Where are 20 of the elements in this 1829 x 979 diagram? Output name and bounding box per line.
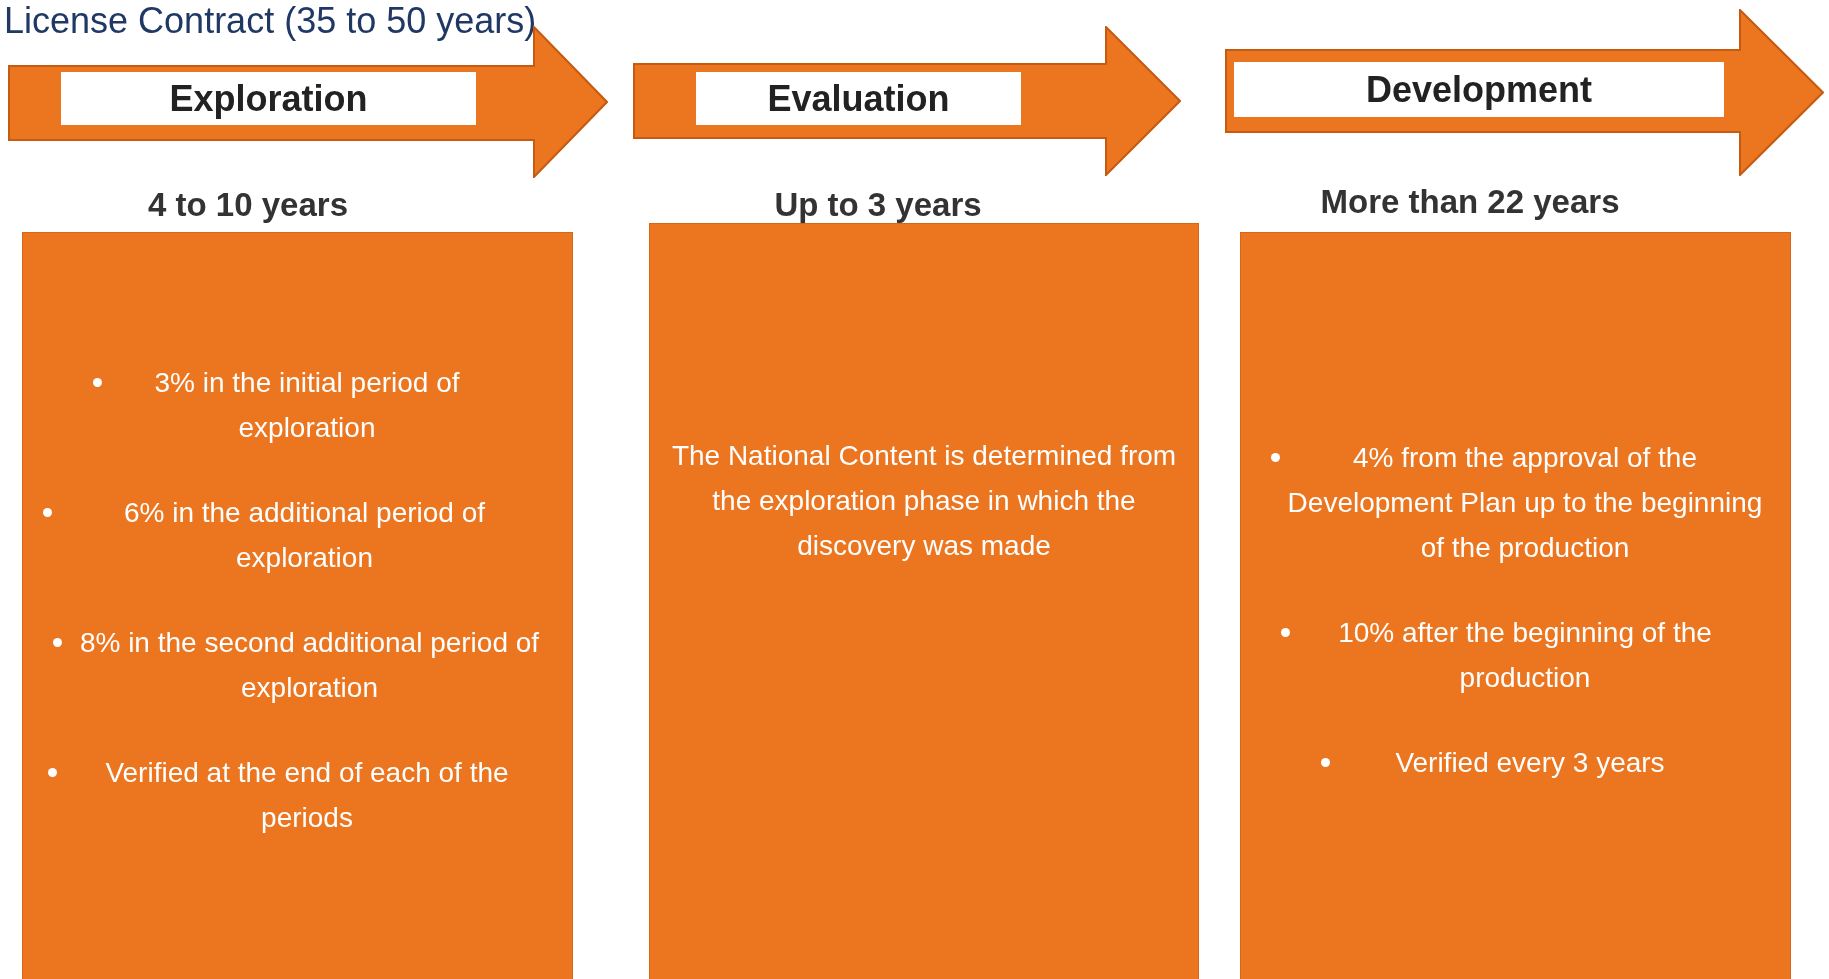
phase-label: Development — [1234, 62, 1724, 117]
bullet-text: 4% from the approval of the Development Plan up to the beginning of the production — [1286, 441, 1764, 565]
duration-label: 4 to 10 years — [147, 186, 349, 224]
phase-banner — [633, 26, 1181, 176]
phase-banner — [1225, 9, 1824, 176]
bullet-text: Verified at the end of each of the periods — [104, 756, 510, 835]
bullet-text: 8% in the second additional period of exploration — [78, 626, 541, 705]
duration-label: Up to 3 years — [773, 186, 983, 224]
phase-label: Exploration — [61, 72, 476, 125]
phase-card — [649, 223, 1199, 979]
phase-card — [22, 232, 573, 979]
bullet-text: Verified every 3 years — [1394, 746, 1666, 780]
bullet-text: 6% in the additional period of exploration — [122, 496, 487, 575]
body-text: The National Content is determined from the exploration phase in which the discovery was made — [670, 439, 1178, 563]
duration-label: More than 22 years — [1319, 183, 1621, 221]
phase-label: Evaluation — [696, 72, 1021, 125]
bullet-text: 3% in the initial period of exploration — [153, 366, 461, 445]
bullet-text: 10% after the beginning of the production — [1337, 616, 1713, 695]
diagram-title: License Contract (35 to 50 years) — [4, 0, 537, 42]
phase-card — [1240, 232, 1791, 979]
